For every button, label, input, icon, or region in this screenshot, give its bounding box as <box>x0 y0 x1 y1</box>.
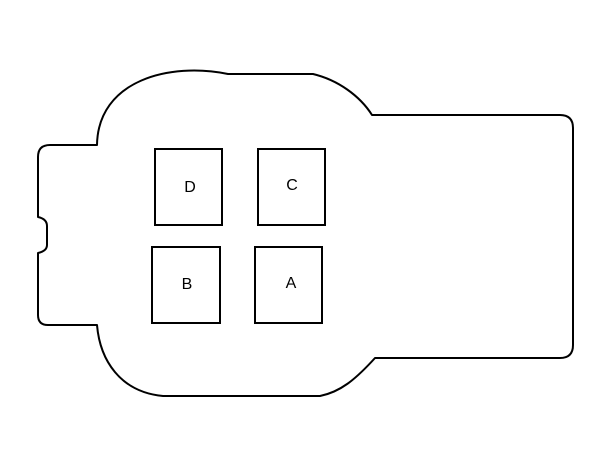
pin-label-d: D <box>184 179 196 196</box>
pin-cavity-b <box>151 246 221 324</box>
pin-cavity-d <box>154 148 223 226</box>
pin-label-a: A <box>286 275 297 292</box>
pin-cavity-a <box>254 246 323 324</box>
connector-housing-outline <box>37 69 574 397</box>
pin-label-c: C <box>286 177 298 194</box>
pin-label-b: B <box>182 276 193 293</box>
pin-cavity-c <box>257 148 326 226</box>
